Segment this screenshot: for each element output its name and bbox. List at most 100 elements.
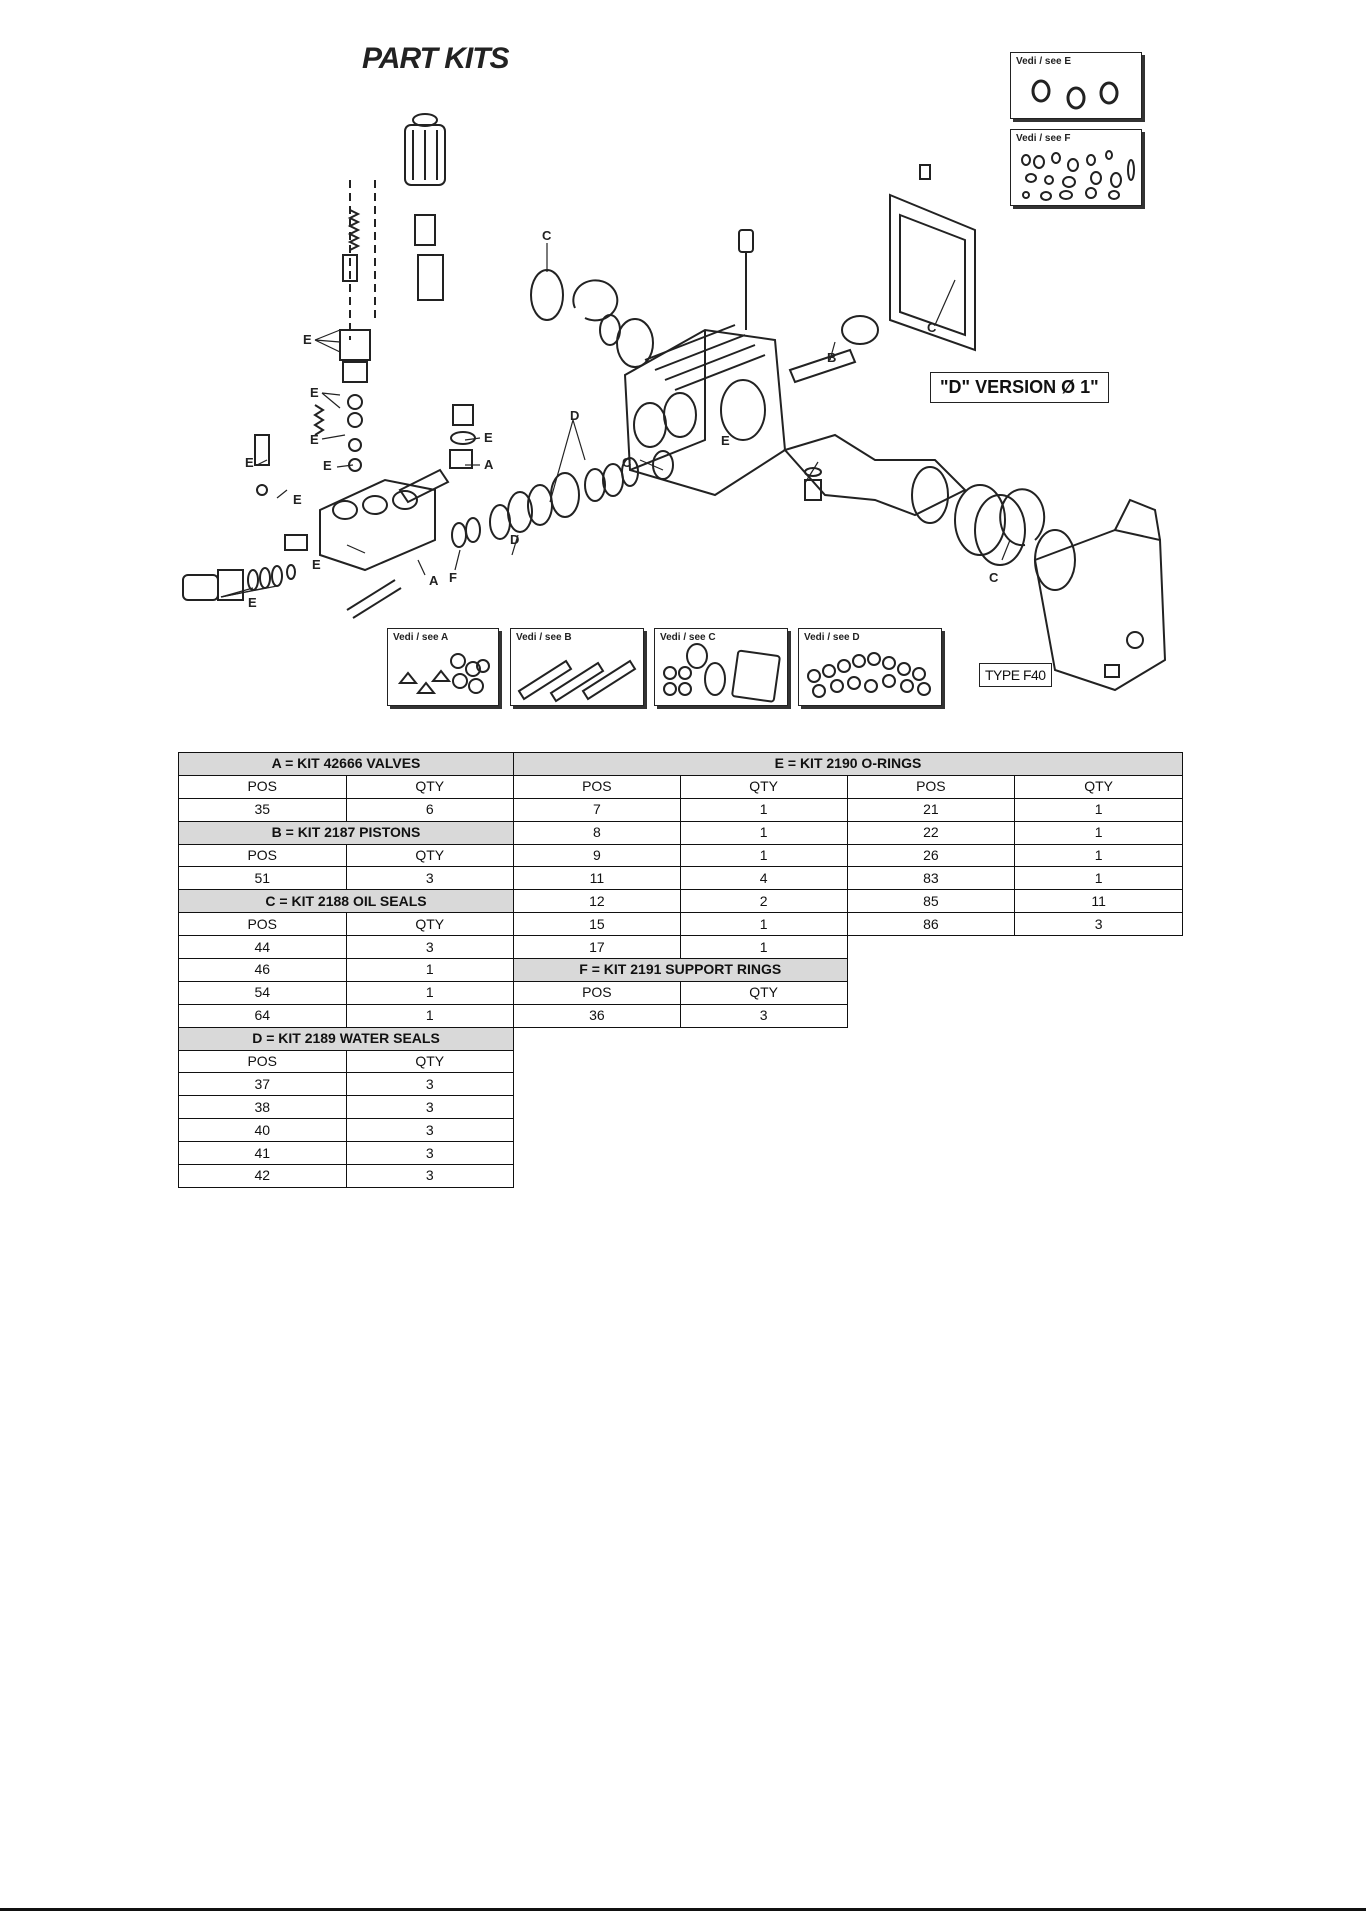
- pos-cell: 35: [178, 797, 347, 822]
- callout-c: C: [542, 228, 552, 243]
- qty-cell: 1: [679, 820, 848, 845]
- pos-cell: 86: [846, 912, 1016, 937]
- qty-cell: 1: [1014, 866, 1183, 891]
- col-header-pos: POS: [846, 774, 1016, 799]
- table-row: B = KIT 2187 PISTONS: [178, 820, 514, 845]
- inset-a-valves-icon: [397, 653, 490, 694]
- qty-cell: 1: [679, 912, 848, 937]
- inset-a: Vedi / see A: [387, 628, 499, 706]
- pos-cell: 9: [513, 843, 681, 868]
- exploded-view-drawing: [182, 113, 1167, 692]
- pos-cell: 36: [513, 1003, 681, 1028]
- pos-cell: 64: [178, 1003, 347, 1028]
- col-header-pos: POS: [178, 912, 347, 937]
- callout-e: E: [323, 458, 332, 473]
- col-header-qty: QTY: [345, 912, 514, 937]
- qty-cell: 3: [679, 1003, 848, 1028]
- callout-e: E: [310, 432, 319, 447]
- qty-cell: 1: [679, 797, 848, 822]
- qty-cell: 11: [1014, 889, 1183, 914]
- qty-cell: 1: [1014, 797, 1183, 822]
- pos-cell: 85: [846, 889, 1016, 914]
- callout-e: E: [245, 455, 254, 470]
- pos-cell: 15: [513, 912, 681, 937]
- qty-cell: 6: [345, 797, 514, 822]
- callout-c: C: [622, 455, 632, 470]
- empty-cell: [1015, 959, 1183, 982]
- callout-e: E: [303, 332, 312, 347]
- callout-e: E: [312, 557, 321, 572]
- callout-c: C: [989, 570, 999, 585]
- inset-f: Vedi / see F: [1010, 129, 1142, 206]
- inset-c-label: Vedi / see C: [660, 632, 716, 643]
- inset-a-label: Vedi / see A: [393, 632, 449, 643]
- qty-cell: 3: [345, 1141, 514, 1166]
- qty-cell: 4: [679, 866, 848, 891]
- pos-cell: 51: [178, 866, 347, 891]
- pos-cell: 42: [178, 1164, 347, 1188]
- pos-cell: 83: [846, 866, 1016, 891]
- pos-cell: 7: [513, 797, 681, 822]
- page-bottom-border: [0, 1908, 1366, 1911]
- qty-cell: 1: [345, 980, 514, 1005]
- kit-c-title: C = KIT 2188 OIL SEALS: [178, 889, 514, 914]
- qty-cell: 1: [345, 1003, 514, 1028]
- pos-cell: 8: [513, 820, 681, 845]
- empty-cell: [1015, 936, 1183, 959]
- inset-b-label: Vedi / see B: [516, 632, 572, 643]
- empty-cell: [847, 981, 1015, 1004]
- col-header-pos: POS: [513, 980, 681, 1005]
- kit-f-title: F = KIT 2191 SUPPORT RINGS: [513, 958, 848, 982]
- pos-cell: 11: [513, 866, 681, 891]
- qty-cell: 3: [345, 1095, 514, 1120]
- qty-cell: 1: [679, 843, 848, 868]
- kit-b-title: B = KIT 2187 PISTONS: [178, 820, 514, 845]
- table-row: A = KIT 42666 VALVES: [178, 752, 514, 776]
- table-row: F = KIT 2191 SUPPORT RINGS: [513, 958, 1183, 982]
- col-header-pos: POS: [178, 774, 347, 799]
- qty-cell: 3: [345, 866, 514, 891]
- callout-a: A: [484, 457, 494, 472]
- table-row: C = KIT 2188 OIL SEALS: [178, 889, 514, 914]
- pos-cell: 38: [178, 1095, 347, 1120]
- table-row: E = KIT 2190 O-RINGS: [513, 752, 1183, 776]
- col-header-pos: POS: [178, 1049, 347, 1074]
- callout-d: D: [510, 532, 520, 547]
- callout-e: E: [721, 433, 730, 448]
- table-row: D = KIT 2189 WATER SEALS: [178, 1026, 514, 1051]
- empty-cell: [847, 936, 1015, 959]
- empty-cell: [847, 959, 1015, 982]
- d-version-label: "D" VERSION Ø 1": [930, 372, 1109, 403]
- empty-cell: [1015, 1004, 1183, 1027]
- inset-c-oil-seals-icon: [663, 643, 781, 703]
- type-f40-label: TYPE F40: [979, 663, 1052, 687]
- inset-d-label: Vedi / see D: [804, 632, 860, 643]
- figure-title: PART KITS: [362, 42, 510, 75]
- callout-b: B: [827, 350, 837, 365]
- exploded-view-diagram: PART KITS Vedi / see E Vedi / see F Vedi…: [175, 40, 1180, 720]
- callout-d: D: [570, 408, 580, 423]
- callout-e: E: [484, 430, 493, 445]
- col-header-pos: POS: [513, 774, 681, 799]
- col-header-qty: QTY: [679, 980, 848, 1005]
- qty-cell: 1: [1014, 843, 1183, 868]
- pos-cell: 17: [513, 935, 681, 960]
- inset-e-label: Vedi / see E: [1016, 56, 1072, 67]
- col-header-qty: QTY: [345, 774, 514, 799]
